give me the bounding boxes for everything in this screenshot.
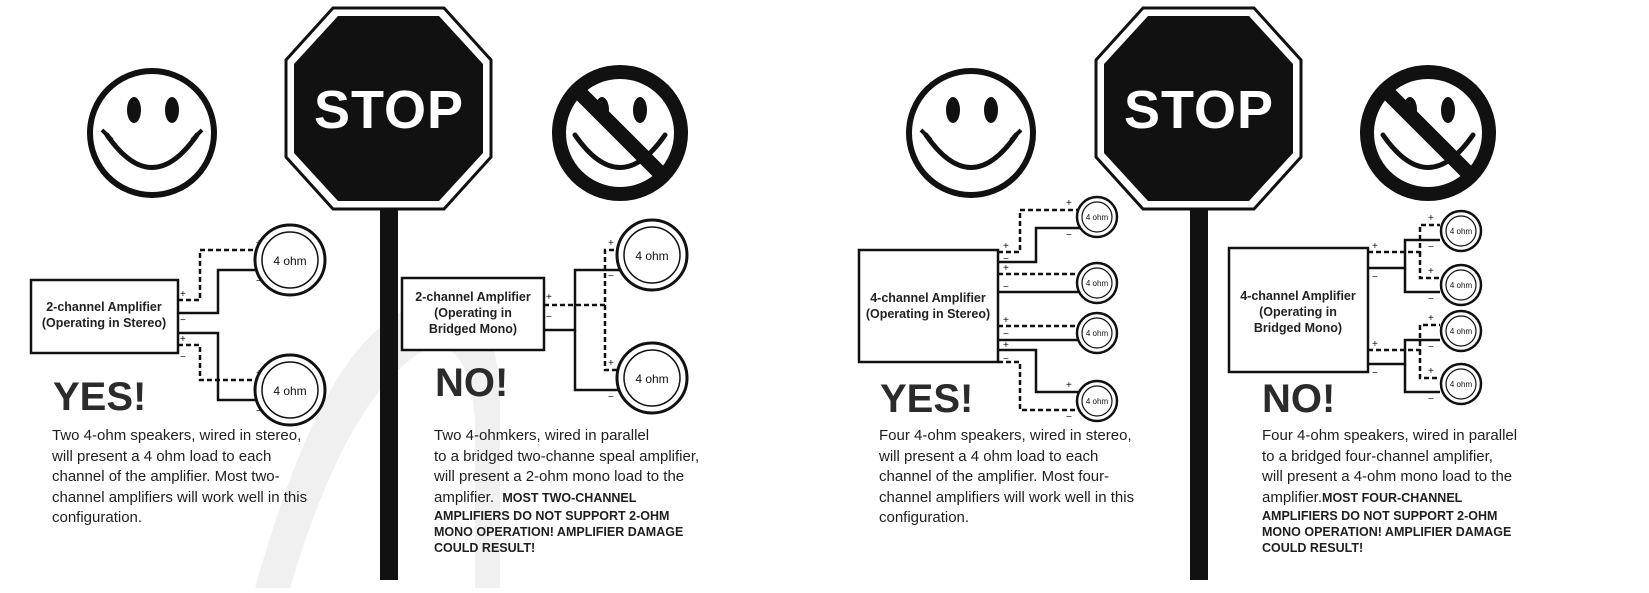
panel-2-polarity: + − + − + − [546,238,614,403]
svg-text:4 ohm: 4 ohm [1086,397,1109,406]
svg-text:−: − [1003,254,1009,265]
svg-text:+: + [546,292,552,303]
panel-1-verdict: YES! [53,375,146,419]
panel-3-description: Four 4-ohm speakers, wired in stereo, wi… [879,427,1135,526]
svg-text:+: + [1372,241,1378,252]
svg-text:(Operating in Stereo): (Operating in Stereo) [866,307,990,321]
panel-2-speakers: 4 ohm 4 ohm [615,218,689,415]
svg-text:4 ohm: 4 ohm [1450,380,1473,389]
svg-text:Bridged Mono): Bridged Mono) [1254,321,1342,335]
panel-3-wiring [998,208,1080,412]
svg-text:−: − [256,276,262,287]
panel-2-amplifier: 2-channel Amplifier (Operating in Bridge… [400,276,546,352]
smiley-face-icon [906,68,1036,198]
svg-text:+: + [608,238,614,249]
svg-text:−: − [1428,342,1434,353]
svg-text:+: + [256,238,262,249]
svg-text:+: + [180,289,186,300]
svg-text:4 ohm: 4 ohm [1450,227,1473,236]
svg-text:4 ohm: 4 ohm [273,254,306,268]
svg-text:−: − [1066,412,1072,423]
svg-text:+: + [1372,339,1378,350]
svg-text:−: − [1003,282,1009,293]
svg-text:−: − [546,312,552,323]
panel-3-polarity: + − + − + − + − + − + − [1003,198,1072,423]
svg-text:4 ohm: 4 ohm [1086,329,1109,338]
svg-text:4 ohm: 4 ohm [635,372,668,386]
panel-4-speakers: 4 ohm 4 ohm 4 ohm 4 ohm [1439,209,1483,406]
svg-text:−: − [1066,230,1072,241]
svg-text:+: + [1428,313,1434,324]
panel-1-wiring [178,248,264,402]
svg-text:−: − [1003,329,1009,340]
svg-text:4-channel Amplifier: 4-channel Amplifier [1240,289,1356,303]
svg-text:−: − [1428,294,1434,305]
panel-3-speakers: 4 ohm 4 ohm 4 ohm 4 ohm [1075,195,1119,423]
svg-text:−: − [1428,394,1434,405]
svg-text:2-channel Amplifier: 2-channel Amplifier [46,300,162,314]
svg-text:−: − [256,406,262,417]
svg-text:4 ohm: 4 ohm [1450,281,1473,290]
panel-3-verdict: YES! [880,377,973,421]
svg-text:+: + [608,358,614,369]
svg-text:−: − [608,271,614,282]
svg-text:−: − [180,352,186,363]
prohibited-smiley-icon [1360,65,1496,201]
smiley-face-icon [87,68,217,198]
panel-2-description: Two 4-ohmkers, wired in parallel to a br… [434,427,700,555]
svg-text:2-channel Amplifier: 2-channel Amplifier [415,290,531,304]
svg-text:−: − [1428,242,1434,253]
svg-text:−: − [180,315,186,326]
stop-sign-icon: STOP [284,6,493,580]
panel-1-speakers: 4 ohm 4 ohm [253,223,327,427]
svg-text:(Operating in Stereo): (Operating in Stereo) [42,316,166,330]
panel-2-verdict: NO! [435,361,508,405]
svg-text:+: + [1428,266,1434,277]
svg-text:+: + [1003,263,1009,274]
panel-1-polarity: + − + − + − + − [180,238,262,417]
panel-1-description: Two 4-ohm speakers, wired in stereo, wil… [52,427,308,526]
svg-text:+: + [1428,213,1434,224]
svg-text:+: + [1066,198,1072,209]
panel-3-amplifier: 4-channel Amplifier (Operating in Stereo… [857,248,1000,364]
svg-text:4 ohm: 4 ohm [635,249,668,263]
panel-4-description: Four 4-ohm speakers, wired in parallel t… [1262,427,1518,555]
svg-text:4 ohm: 4 ohm [273,384,306,398]
panel-2-warning: MOST TWO-CHANNEL [502,490,637,505]
panel-4-wiring [1368,223,1440,394]
svg-text:+: + [180,334,186,345]
svg-text:4-channel Amplifier: 4-channel Amplifier [870,291,986,305]
svg-text:4 ohm: 4 ohm [1086,279,1109,288]
svg-text:+: + [1428,366,1434,377]
svg-text:−: − [1003,354,1009,365]
svg-text:4 ohm: 4 ohm [1450,327,1473,336]
svg-text:+: + [1003,315,1009,326]
svg-text:+: + [1003,241,1009,252]
stop-sign-text: STOP [1124,80,1274,140]
svg-text:(Operating in: (Operating in [1259,305,1337,319]
stop-sign-icon: STOP [1094,6,1303,580]
stop-sign-text: STOP [314,80,464,140]
panel-4-polarity: + − + − + − + − + − + − [1372,213,1434,405]
svg-text:−: − [1372,272,1378,283]
panel-4-verdict: NO! [1262,377,1335,421]
svg-text:(Operating in: (Operating in [434,306,512,320]
svg-text:Bridged Mono): Bridged Mono) [429,322,517,336]
svg-text:+: + [1066,380,1072,391]
panel-4-amplifier: 4-channel Amplifier (Operating in Bridge… [1227,246,1370,374]
svg-text:+: + [1003,340,1009,351]
panel-1-amplifier: 2-channel Amplifier (Operating in Stereo… [29,278,180,355]
svg-text:+: + [256,368,262,379]
panel-4-warning: MOST FOUR-CHANNEL [1322,490,1463,505]
prohibited-smiley-icon [552,65,688,201]
svg-text:−: − [1372,368,1378,379]
svg-text:−: − [608,392,614,403]
svg-text:4 ohm: 4 ohm [1086,213,1109,222]
